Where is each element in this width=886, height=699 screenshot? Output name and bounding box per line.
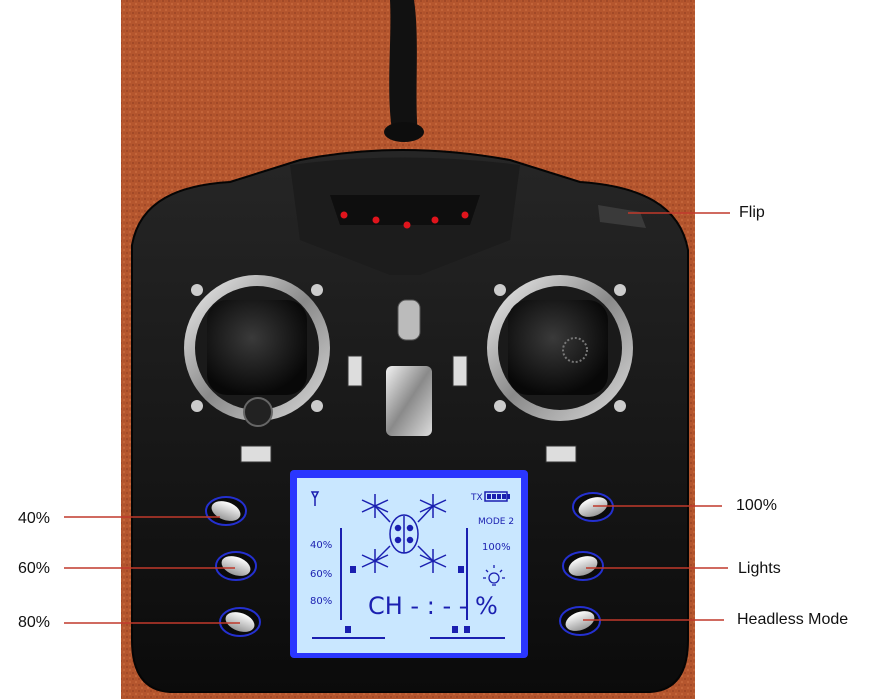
lcd-tx-label: TX (470, 493, 483, 503)
callout-40-percent: 40% (18, 510, 51, 527)
left-stick[interactable] (184, 275, 330, 427)
callout-lights: Lights (738, 560, 781, 577)
lcd-contents: TX MODE 2 40% 60% 80% 100% CH - : - - % (310, 491, 514, 639)
rate-80-button[interactable] (219, 607, 261, 637)
lcd-rate-80: 80% (310, 596, 332, 607)
trim-switch-left-vertical[interactable] (347, 355, 363, 387)
power-switch[interactable] (397, 299, 421, 341)
antenna-icon (310, 491, 320, 506)
light-bulb-icon (483, 565, 505, 586)
headless-mode-button[interactable] (559, 606, 601, 636)
flip-shoulder-button[interactable] (598, 205, 646, 228)
lcd-screen (297, 478, 521, 653)
battery-icon (484, 491, 510, 502)
led-row (340, 211, 469, 229)
trim-switch-left-horizontal[interactable] (240, 445, 272, 463)
center-logo (386, 366, 432, 436)
ladybug-quadcopter-icon (361, 494, 447, 573)
lcd-mode-label: MODE 2 (478, 517, 514, 527)
rate-60-button[interactable] (215, 551, 257, 581)
lcd-rate-40: 40% (310, 540, 332, 551)
lcd-rate-100: 100% (482, 542, 511, 553)
lights-button[interactable] (562, 551, 604, 581)
callout-100-percent: 100% (736, 497, 777, 514)
trim-switch-right-horizontal[interactable] (545, 445, 577, 463)
lcd-rate-60: 60% (310, 569, 332, 580)
callout-headless-mode: Headless Mode (737, 611, 849, 628)
antenna (389, 0, 418, 135)
callout-lines (64, 212, 730, 624)
callout-80-percent: 80% (18, 614, 51, 631)
rate-40-button[interactable] (205, 496, 247, 526)
rate-100-button[interactable] (572, 492, 614, 522)
trim-switch-right-vertical[interactable] (452, 355, 468, 387)
callout-flip: Flip (739, 204, 765, 221)
lcd-channel-readout: CH - : - - % (368, 592, 498, 620)
callout-60-percent: 60% (18, 560, 51, 577)
right-stick[interactable] (487, 275, 633, 421)
